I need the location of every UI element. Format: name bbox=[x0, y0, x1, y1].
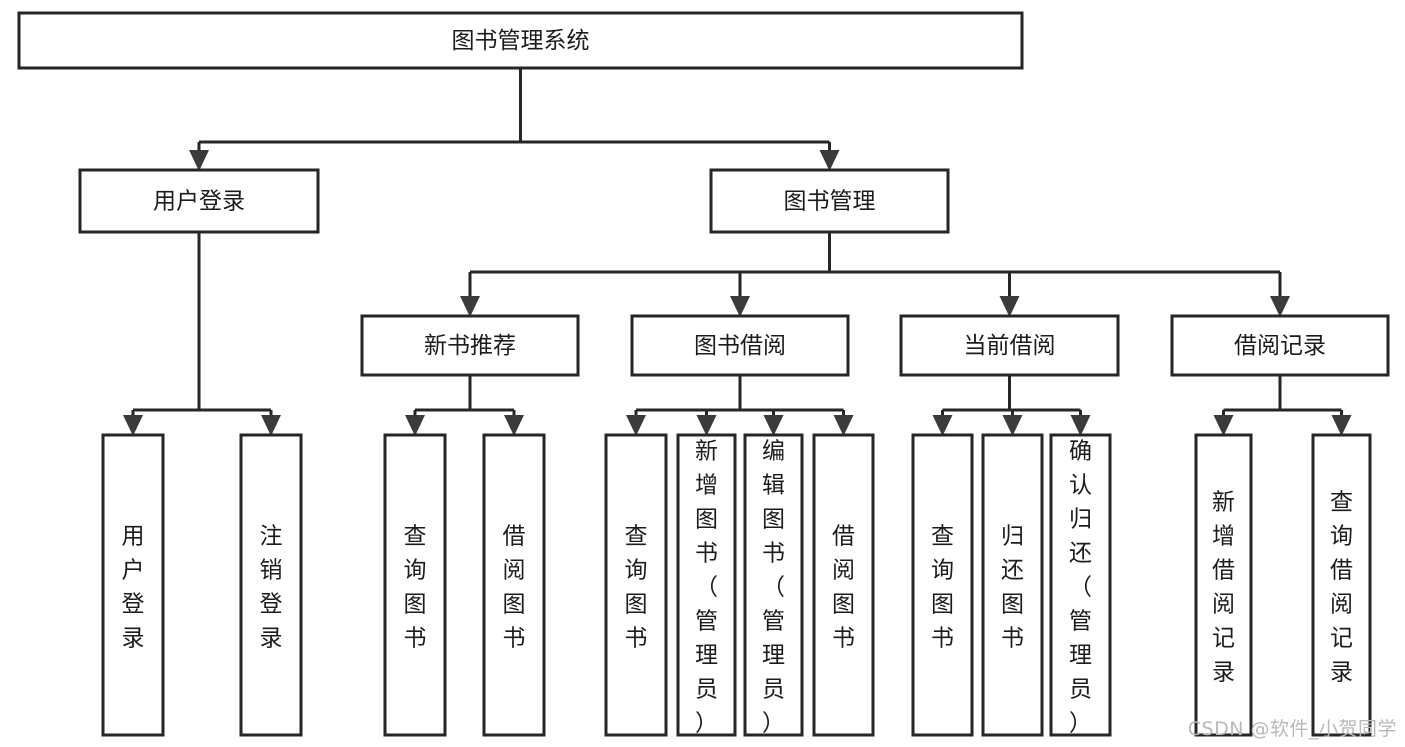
node-label-new-book-rec: 新书推荐 bbox=[424, 333, 516, 359]
arrow-head-leaf-8 bbox=[833, 415, 854, 436]
node-label-borrow-rec: 借阅记录 bbox=[1234, 333, 1326, 359]
arrow-head-leaf-12 bbox=[1213, 415, 1234, 436]
arrow-head-leaf-9 bbox=[932, 415, 953, 436]
node-box-user-login bbox=[78, 168, 320, 234]
node-root[interactable]: 图书管理系统 bbox=[17, 11, 1024, 70]
node-cur-borrow[interactable]: 当前借阅 bbox=[899, 314, 1120, 377]
node-box-leaf-5 bbox=[604, 433, 668, 737]
arrow-head-leaf-3 bbox=[405, 415, 425, 436]
node-label-leaf-4: 借阅图书 bbox=[503, 524, 526, 652]
arrow-head-leaf-1 bbox=[123, 415, 143, 436]
node-box-leaf-1 bbox=[101, 433, 165, 737]
node-box-leaf-8 bbox=[812, 433, 875, 737]
node-label-leaf-5: 查询图书 bbox=[625, 524, 648, 652]
node-box-leaf-6 bbox=[676, 433, 737, 737]
arrow-head-leaf-5 bbox=[626, 415, 646, 436]
arrow-head-book-borrow bbox=[730, 296, 750, 317]
node-label-leaf-11: 确认归还（管理员） bbox=[1069, 439, 1092, 737]
node-label-leaf-12: 新增借阅记录 bbox=[1212, 490, 1235, 686]
node-leaf-2[interactable]: 注销登录 bbox=[239, 433, 303, 737]
node-box-cur-borrow bbox=[899, 314, 1120, 377]
node-box-book-borrow bbox=[630, 314, 850, 377]
arrow-head-cur-borrow bbox=[999, 296, 1020, 317]
edges-layer bbox=[123, 68, 1352, 436]
node-label-book-borrow: 图书借阅 bbox=[694, 333, 786, 359]
node-box-leaf-2 bbox=[239, 433, 303, 737]
node-leaf-12[interactable]: 新增借阅记录 bbox=[1194, 433, 1253, 737]
node-box-leaf-3 bbox=[383, 433, 447, 737]
node-leaf-11[interactable]: 确认归还（管理员） bbox=[1049, 433, 1112, 737]
node-box-leaf-11 bbox=[1049, 433, 1112, 737]
arrow-head-book-mgmt bbox=[819, 150, 840, 171]
node-new-book-rec[interactable]: 新书推荐 bbox=[360, 314, 580, 377]
node-leaf-10[interactable]: 归还图书 bbox=[981, 433, 1044, 737]
node-leaf-4[interactable]: 借阅图书 bbox=[482, 433, 546, 737]
node-box-root bbox=[17, 11, 1024, 70]
node-box-leaf-12 bbox=[1194, 433, 1253, 737]
watermark-label: CSDN @软件_小贺同学 bbox=[1187, 718, 1397, 740]
node-label-leaf-6: 新增图书（管理员） bbox=[695, 439, 718, 737]
node-label-leaf-2: 注销登录 bbox=[260, 524, 283, 652]
arrow-head-leaf-13 bbox=[1331, 415, 1352, 436]
node-label-leaf-13: 查询借阅记录 bbox=[1330, 490, 1353, 686]
arrow-head-leaf-4 bbox=[504, 415, 524, 436]
arrow-head-user-login bbox=[189, 150, 209, 171]
node-leaf-1[interactable]: 用户登录 bbox=[101, 433, 165, 737]
node-box-leaf-4 bbox=[482, 433, 546, 737]
node-box-book-mgmt bbox=[709, 168, 950, 234]
node-leaf-8[interactable]: 借阅图书 bbox=[812, 433, 875, 737]
node-label-leaf-9: 查询图书 bbox=[931, 524, 954, 652]
node-box-borrow-rec bbox=[1170, 314, 1390, 377]
node-user-login[interactable]: 用户登录 bbox=[78, 168, 320, 234]
arrow-head-leaf-7 bbox=[763, 415, 784, 436]
node-label-cur-borrow: 当前借阅 bbox=[964, 333, 1056, 359]
node-label-leaf-7: 编辑图书（管理员） bbox=[762, 439, 785, 737]
node-label-root: 图书管理系统 bbox=[452, 28, 590, 54]
node-book-mgmt[interactable]: 图书管理 bbox=[709, 168, 950, 234]
node-label-user-login: 用户登录 bbox=[153, 189, 245, 215]
node-label-leaf-8: 借阅图书 bbox=[832, 524, 855, 652]
node-leaf-7[interactable]: 编辑图书（管理员） bbox=[743, 433, 804, 737]
node-label-leaf-3: 查询图书 bbox=[404, 524, 427, 652]
node-box-new-book-rec bbox=[360, 314, 580, 377]
arrow-head-borrow-rec bbox=[1270, 296, 1290, 317]
node-box-leaf-10 bbox=[981, 433, 1044, 737]
node-box-leaf-9 bbox=[911, 433, 974, 737]
node-leaf-9[interactable]: 查询图书 bbox=[911, 433, 974, 737]
nodes-layer: 图书管理系统用户登录图书管理新书推荐图书借阅当前借阅借阅记录用户登录注销登录查询… bbox=[17, 11, 1390, 737]
node-borrow-rec[interactable]: 借阅记录 bbox=[1170, 314, 1390, 377]
node-label-leaf-1: 用户登录 bbox=[122, 524, 145, 652]
node-label-book-mgmt: 图书管理 bbox=[784, 189, 876, 215]
arrow-head-leaf-11 bbox=[1070, 415, 1091, 436]
node-leaf-6[interactable]: 新增图书（管理员） bbox=[676, 433, 737, 737]
node-box-leaf-7 bbox=[743, 433, 804, 737]
node-label-leaf-10: 归还图书 bbox=[1001, 524, 1024, 652]
node-leaf-3[interactable]: 查询图书 bbox=[383, 433, 447, 737]
node-book-borrow[interactable]: 图书借阅 bbox=[630, 314, 850, 377]
node-box-leaf-13 bbox=[1311, 433, 1372, 737]
arrow-head-leaf-6 bbox=[696, 415, 717, 436]
arrow-head-new-book-rec bbox=[460, 296, 480, 317]
arrow-head-leaf-2 bbox=[261, 415, 281, 436]
node-leaf-5[interactable]: 查询图书 bbox=[604, 433, 668, 737]
node-leaf-13[interactable]: 查询借阅记录 bbox=[1311, 433, 1372, 737]
arrow-head-leaf-10 bbox=[1002, 415, 1023, 436]
